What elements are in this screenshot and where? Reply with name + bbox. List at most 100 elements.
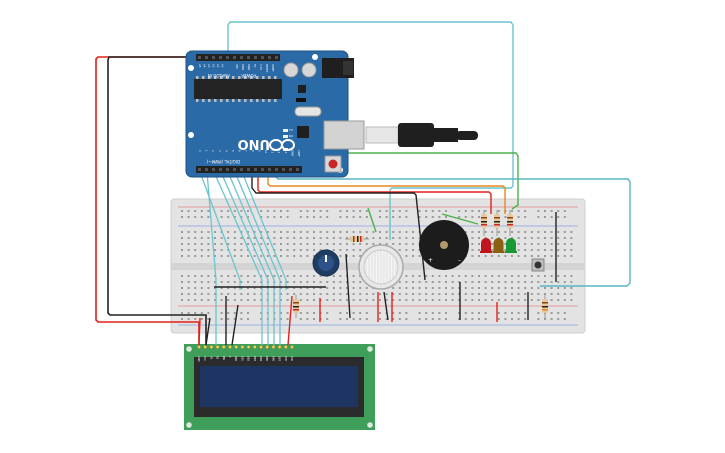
- breadboard-hole: [497, 255, 500, 257]
- breadboard-hole: [286, 318, 289, 320]
- breadboard-hole: [504, 275, 507, 277]
- breadboard-hole: [286, 281, 289, 283]
- breadboard-hole: [392, 312, 395, 314]
- lcd-resistor: [293, 295, 299, 318]
- pushbutton-icon[interactable]: [531, 258, 545, 272]
- breadboard-hole: [227, 318, 230, 320]
- wire-cyan-db4: [213, 171, 263, 345]
- breadboard-hole: [458, 210, 461, 212]
- breadboard-hole: [187, 312, 190, 314]
- breadboard-hole: [346, 293, 348, 295]
- breadboard-hole: [233, 312, 236, 314]
- breadboard-hole: [471, 237, 474, 239]
- reset-button-cap[interactable]: [328, 159, 338, 169]
- wire-black-gnd: [107, 56, 207, 345]
- breadboard-hole: [299, 318, 302, 320]
- breadboard-hole: [181, 237, 183, 239]
- breadboard-hole: [431, 275, 434, 277]
- breadboard-hole: [313, 299, 315, 301]
- breadboard-hole: [359, 287, 362, 289]
- breadboard-jumpers-green: [367, 207, 479, 233]
- header-pin-hole: [282, 168, 285, 171]
- breadboard-hole: [464, 281, 467, 283]
- breadboard-hole: [313, 249, 315, 251]
- breadboard-hole: [233, 249, 236, 251]
- chip-leg: [232, 76, 235, 79]
- breadboard-hole: [306, 293, 309, 295]
- usb-plug-strain: [434, 128, 458, 142]
- breadboard-hole: [286, 293, 289, 295]
- breadboard-hole: [445, 281, 447, 283]
- breadboard-hole: [431, 318, 434, 320]
- breadboard-hole: [260, 312, 263, 314]
- breadboard-hole: [365, 210, 368, 212]
- breadboard-hole: [240, 318, 243, 320]
- header-pin-hole: [226, 56, 229, 59]
- header-pin-hole: [205, 168, 208, 171]
- breadboard-hole: [425, 293, 428, 295]
- breadboard-hole: [497, 287, 500, 289]
- breadboard-hole: [187, 318, 190, 320]
- breadboard-hole: [260, 318, 263, 320]
- digital-pin-label: 2: [211, 150, 215, 152]
- pushbutton-cap[interactable]: [534, 261, 542, 269]
- breadboard-hole: [299, 249, 302, 251]
- resistor-band: [494, 221, 500, 223]
- breadboard-hole: [484, 312, 487, 314]
- capacitor: [301, 62, 317, 78]
- breadboard-hole: [517, 318, 520, 320]
- breadboard-hole: [313, 216, 315, 218]
- breadboard-jumpers-red: [198, 292, 498, 346]
- breadboard-hole: [280, 275, 282, 277]
- potentiometer[interactable]: [312, 249, 340, 277]
- breadboard-hole: [207, 243, 210, 245]
- breadboard-hole: [418, 287, 421, 289]
- breadboard-hole: [497, 231, 500, 233]
- breadboard-hole: [537, 231, 540, 233]
- breadboard-hole: [530, 231, 533, 233]
- breadboard-hole: [398, 287, 401, 289]
- breadboard-hole: [478, 216, 480, 218]
- breadboard-hole: [458, 293, 461, 295]
- breadboard-hole: [293, 237, 296, 239]
- chip-leg: [262, 76, 265, 79]
- breadboard-hole: [563, 318, 566, 320]
- breadboard-hole: [517, 299, 520, 301]
- breadboard-hole: [260, 216, 263, 218]
- breadboard-hole: [563, 255, 566, 257]
- breadboard-hole: [194, 318, 197, 320]
- breadboard-hole: [563, 210, 566, 212]
- breadboard-hole: [266, 237, 269, 239]
- breadboard-hole: [260, 299, 263, 301]
- breadboard-hole: [524, 281, 527, 283]
- breadboard-hole: [504, 287, 507, 289]
- breadboard-hole: [537, 249, 540, 251]
- breadboard-hole: [247, 237, 249, 239]
- breadboard-hole: [524, 275, 527, 277]
- breadboard-hole: [280, 287, 282, 289]
- digital-pin-label: 3: [218, 150, 222, 152]
- digital-pin-label: 9: [257, 150, 261, 152]
- breadboard-hole: [392, 287, 395, 289]
- power-pin-label: VIN: [235, 64, 239, 69]
- breadboard-hole: [471, 287, 474, 289]
- breadboard-hole: [207, 299, 210, 301]
- breadboard-hole: [227, 287, 230, 289]
- analog-power-header: [196, 54, 280, 61]
- breadboard-hole: [181, 275, 183, 277]
- breadboard-hole: [570, 243, 573, 245]
- resistor-band: [542, 302, 548, 304]
- breadboard-hole: [491, 299, 494, 301]
- breadboard-hole: [497, 318, 500, 320]
- breadboard-hole: [247, 216, 249, 218]
- breadboard-hole: [227, 275, 230, 277]
- breadboard-hole: [504, 255, 507, 257]
- breadboard-hole: [187, 293, 190, 295]
- breadboard-hole: [339, 312, 342, 314]
- lcd-pin-label: DB1: [240, 356, 243, 361]
- breadboard-hole: [418, 237, 421, 239]
- arduino-uno-board: UNO ANALOG IN POWER DIGITAL (PWM~) TX RX…: [185, 50, 354, 178]
- lcd-pin-label: DB4: [259, 356, 262, 361]
- breadboard-hole: [247, 243, 249, 245]
- breadboard-hole: [478, 299, 480, 301]
